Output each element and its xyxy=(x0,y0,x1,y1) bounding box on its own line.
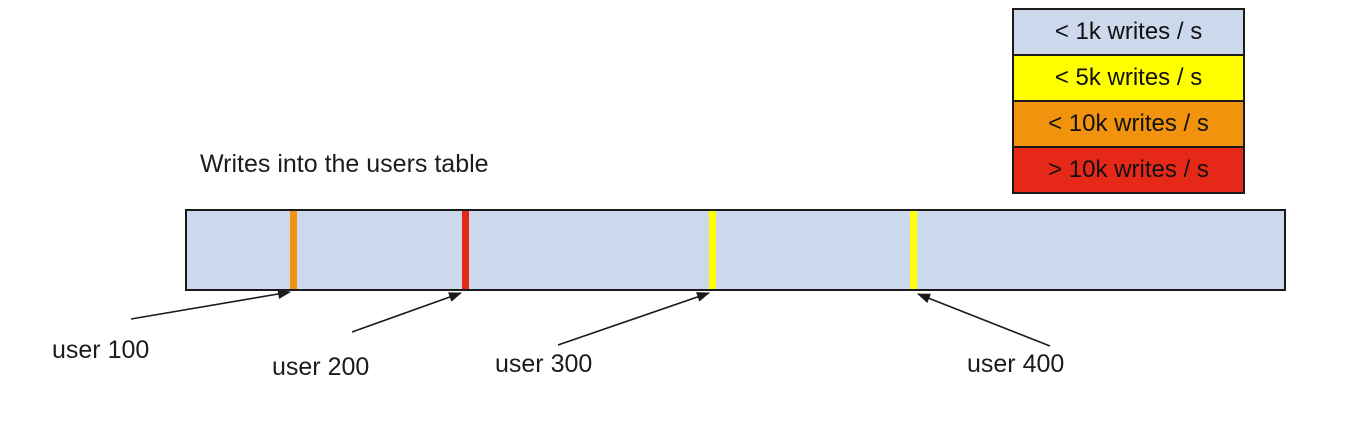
write-hotspot-marker-user-300 xyxy=(708,211,716,289)
legend-item-label: < 10k writes / s xyxy=(1048,110,1209,137)
legend-item-label: > 10k writes / s xyxy=(1048,156,1209,183)
legend-item: < 10k writes / s xyxy=(1012,100,1245,148)
legend: < 1k writes / s < 5k writes / s < 10k writ… xyxy=(1012,8,1245,194)
legend-item: > 10k writes / s xyxy=(1012,146,1245,194)
write-hotspot-marker-user-200 xyxy=(461,211,469,289)
legend-item: < 5k writes / s xyxy=(1012,54,1245,102)
user-label: user 100 xyxy=(52,336,150,364)
callout-arrow xyxy=(130,289,291,320)
legend-item-label: < 1k writes / s xyxy=(1054,18,1203,45)
diagram-title: Writes into the users table xyxy=(200,150,489,178)
users-table-bar xyxy=(185,209,1286,291)
user-label: user 300 xyxy=(495,350,593,378)
write-hotspot-marker-user-400 xyxy=(909,211,917,289)
callout-arrow xyxy=(917,293,1051,347)
legend-item-label: < 5k writes / s xyxy=(1054,64,1203,91)
legend-item: < 1k writes / s xyxy=(1012,8,1245,56)
user-label: user 400 xyxy=(967,350,1065,378)
callout-arrow xyxy=(351,292,462,333)
write-hotspot-marker-user-100 xyxy=(289,211,297,289)
callout-arrow xyxy=(557,292,710,346)
user-label: user 200 xyxy=(272,353,370,381)
